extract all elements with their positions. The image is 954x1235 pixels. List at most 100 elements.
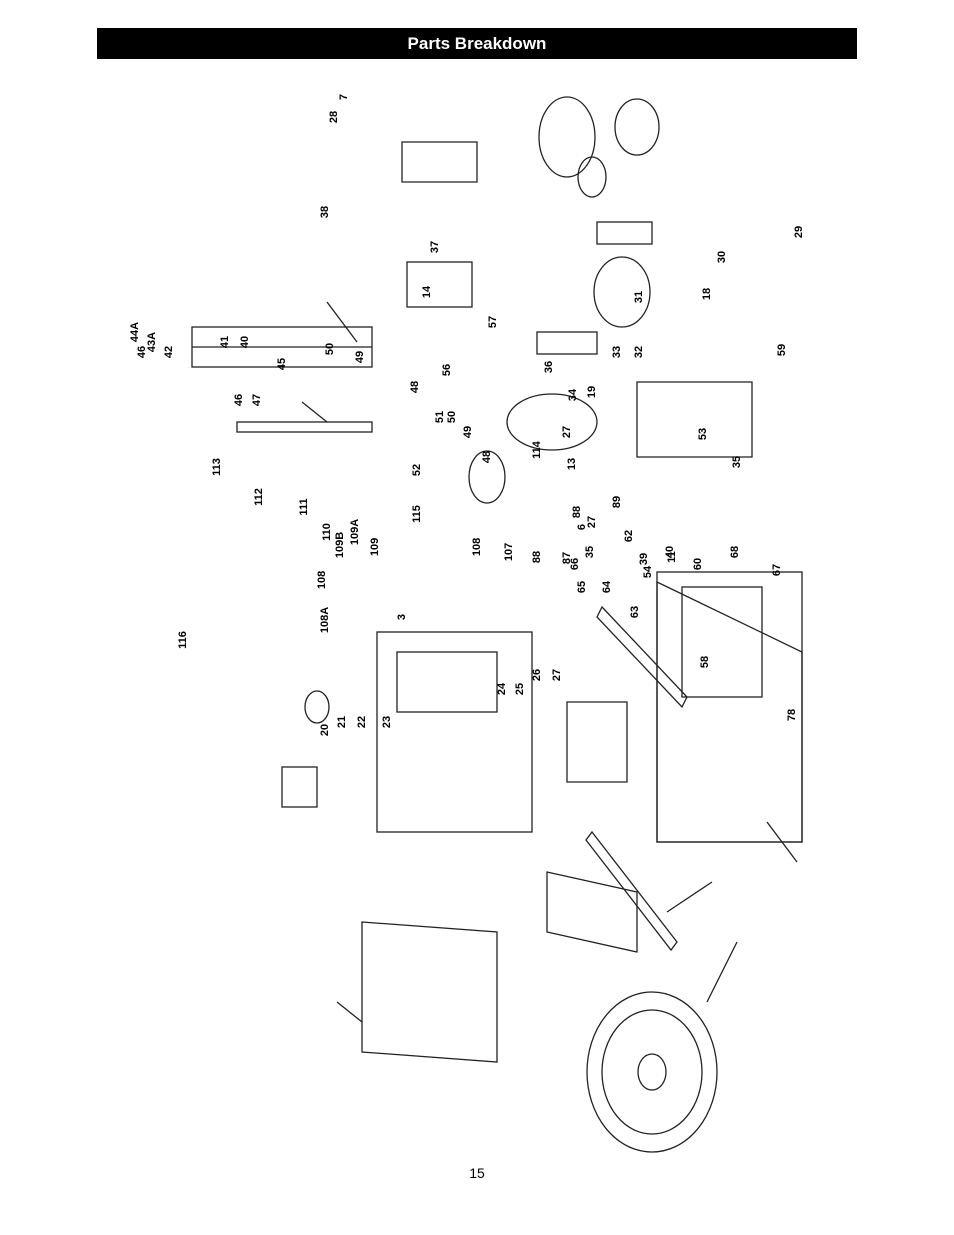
part-label-p50a: 50 (324, 343, 336, 355)
part-label-p67: 67 (771, 564, 783, 576)
diagram-drawing (191, 96, 803, 1153)
part-label-p7: 7 (338, 94, 350, 100)
parts-exploded-diagram: 1234556788910111213141516171819202021212… (129, 94, 857, 1153)
tray-114 (468, 450, 506, 504)
part-label-p114: 114 (531, 440, 543, 459)
page-number: 15 (469, 1165, 485, 1181)
part-label-p62: 62 (623, 530, 635, 542)
part-label-p27a: 27 (551, 669, 563, 681)
part-label-p31: 31 (633, 291, 645, 303)
leader-38 (326, 301, 358, 343)
part-label-p52: 52 (411, 464, 423, 476)
upper-frame (376, 631, 533, 833)
part-label-p43A: 43A (146, 332, 158, 352)
part-label-p42: 42 (163, 346, 175, 358)
tray-116 (614, 98, 660, 156)
part-label-p14: 14 (421, 285, 433, 298)
part-label-p27c: 27 (561, 426, 573, 438)
part-label-p24a: 24 (496, 682, 508, 695)
part-label-p48b: 48 (481, 451, 493, 463)
part-label-p46b: 46 (136, 346, 148, 358)
plate-112 (577, 156, 607, 198)
part-label-p65: 65 (576, 581, 588, 593)
part-label-p56: 56 (441, 364, 453, 376)
pulley-wheel-inner (601, 1009, 703, 1135)
part-label-p59: 59 (776, 344, 788, 356)
part-labels: 1234556788910111213141516171819202021212… (129, 94, 857, 736)
part-label-p39: 39 (638, 553, 650, 565)
part-label-p64: 64 (601, 580, 613, 593)
cabinet-base-opening (681, 586, 763, 698)
knob-30 (304, 690, 330, 724)
part-label-p3: 3 (396, 614, 408, 620)
part-label-p116: 116 (177, 631, 189, 649)
part-label-p54: 54 (642, 565, 654, 578)
bracket-67 (566, 701, 628, 783)
part-label-p19: 19 (586, 386, 598, 398)
part-label-p110: 110 (321, 523, 333, 541)
rail-61 (585, 830, 678, 952)
leader-61 (666, 881, 713, 913)
bracket-10 (546, 871, 638, 953)
part-label-p109B: 109B (334, 532, 346, 558)
auger-110 (596, 221, 653, 245)
pulley-wheel-hub (637, 1053, 667, 1091)
leader-37 (301, 401, 328, 423)
grinder-head-108 (506, 393, 598, 451)
part-label-p22a: 22 (356, 716, 368, 728)
leader-1 (766, 821, 798, 863)
part-label-p109A: 109A (349, 519, 361, 545)
part-label-p49b: 49 (462, 426, 474, 438)
part-label-p89: 89 (611, 496, 623, 508)
part-label-p108b: 108 (316, 571, 328, 589)
part-label-p109: 109 (369, 538, 381, 556)
part-label-p108A: 108A (319, 607, 331, 633)
part-label-p111: 111 (298, 498, 310, 515)
part-label-p53: 53 (697, 428, 709, 440)
part-label-p41: 41 (219, 336, 231, 348)
rail-60 (596, 605, 688, 709)
part-label-p38: 38 (319, 206, 331, 218)
part-label-p32: 32 (633, 346, 645, 358)
ring-113 (538, 96, 596, 178)
part-label-p58: 58 (699, 656, 711, 668)
part-label-p11: 11 (666, 551, 678, 563)
part-label-p50b: 50 (446, 411, 458, 423)
cabinet-base (656, 580, 803, 843)
part-label-p68: 68 (729, 546, 741, 558)
part-label-p66: 66 (569, 558, 581, 570)
leader-4 (706, 941, 738, 1003)
part-label-p48a: 48 (409, 381, 421, 393)
part-label-p88a: 88 (531, 551, 543, 563)
part-label-p13: 13 (566, 458, 578, 470)
knob-29 (281, 766, 318, 808)
part-label-p44A: 44A (129, 322, 141, 342)
part-label-p78: 78 (786, 709, 798, 721)
part-label-p87: 87 (561, 552, 573, 564)
part-label-p60: 60 (692, 558, 704, 570)
cover-panel-left (361, 921, 498, 1063)
part-label-p35b: 35 (731, 456, 743, 468)
part-label-p6: 6 (576, 524, 588, 530)
part-label-p47: 47 (251, 394, 263, 406)
upper-frame-window (396, 651, 498, 713)
part-label-p108a: 108 (471, 538, 483, 556)
leader-2 (336, 1001, 363, 1023)
part-label-p46a: 46 (233, 394, 245, 406)
bracket-42 (401, 141, 478, 183)
part-label-p23a: 23 (381, 716, 393, 728)
part-label-p28: 28 (328, 111, 340, 123)
part-label-p25a: 25 (514, 683, 526, 695)
part-label-p45: 45 (276, 358, 288, 370)
handle-115 (536, 331, 598, 355)
rail-37 (236, 421, 373, 433)
part-label-p21a: 21 (336, 716, 348, 728)
part-label-p37: 37 (429, 241, 441, 253)
part-label-p30: 30 (716, 251, 728, 263)
part-label-p40b: 40 (664, 546, 676, 558)
part-label-p26a: 26 (531, 669, 543, 681)
block-45 (406, 261, 473, 308)
part-label-p27d: 27 (586, 516, 598, 528)
part-label-p34: 34 (567, 388, 579, 401)
part-label-p40a: 40 (239, 336, 251, 348)
